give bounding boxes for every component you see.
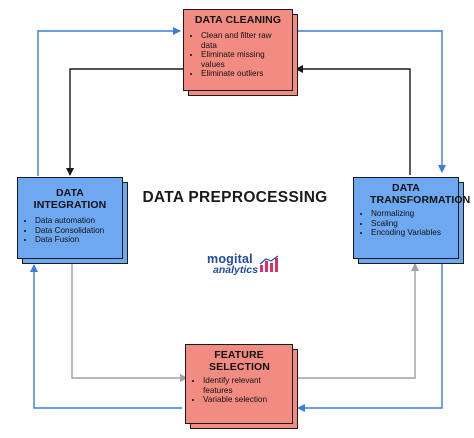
data-integration-list: Data automation Data Consolidation Data … <box>24 216 116 245</box>
feature-selection-item: Identify relevant features <box>203 376 286 395</box>
data-transformation-card: DATA TRANSFORMATION Normalizing Scaling … <box>353 177 471 259</box>
bar-chart-icon <box>259 255 279 272</box>
feature-selection-title: FEATURE SELECTION <box>209 349 270 373</box>
data-cleaning-title: DATA CLEANING <box>194 14 282 26</box>
arrow-cleaning-to-transformation <box>296 30 446 173</box>
data-integration-item: Data Consolidation <box>35 226 116 236</box>
data-cleaning-item: Clean and filter raw data <box>201 31 286 50</box>
arrow-transformation-to-cleaning <box>295 65 411 175</box>
feature-selection-list: Identify relevant features Variable sele… <box>192 376 286 405</box>
logo-text-line1: mogital <box>207 252 253 266</box>
feature-selection-card: FEATURE SELECTION Identify relevant feat… <box>185 344 293 424</box>
arrow-integration-to-selection <box>71 262 188 382</box>
data-integration-card: DATA INTEGRATION Data automation Data Co… <box>17 177 123 259</box>
feature-selection-item: Variable selection <box>203 395 286 405</box>
data-integration-item: Data automation <box>35 216 116 226</box>
data-integration-item: Data Fusion <box>35 235 116 245</box>
arrow-integration-to-cleaning <box>37 27 181 176</box>
mogital-analytics-logo: mogital analytics <box>205 252 285 278</box>
logo-text-line2: analytics <box>213 264 258 276</box>
data-transformation-item: Normalizing <box>371 209 452 219</box>
diagram-title: DATA PREPROCESSING <box>142 189 328 206</box>
data-integration-title: DATA INTEGRATION <box>33 187 107 211</box>
data-transformation-title: DATA TRANSFORMATION <box>370 182 471 206</box>
data-cleaning-card: DATA CLEANING Clean and filter raw data … <box>183 9 293 91</box>
arrow-selection-to-transformation <box>296 263 419 379</box>
data-transformation-item: Scaling <box>371 219 452 229</box>
arrow-transformation-to-selection <box>297 262 443 412</box>
data-cleaning-list: Clean and filter raw data Eliminate miss… <box>190 31 286 79</box>
data-cleaning-item: Eliminate outliers <box>201 69 286 79</box>
data-cleaning-item: Eliminate missing values <box>201 50 286 69</box>
data-transformation-list: Normalizing Scaling Encoding Variables <box>360 209 452 238</box>
arrow-cleaning-to-integration <box>66 68 183 176</box>
data-transformation-item: Encoding Variables <box>371 228 452 238</box>
arrow-selection-to-integration <box>30 264 182 409</box>
